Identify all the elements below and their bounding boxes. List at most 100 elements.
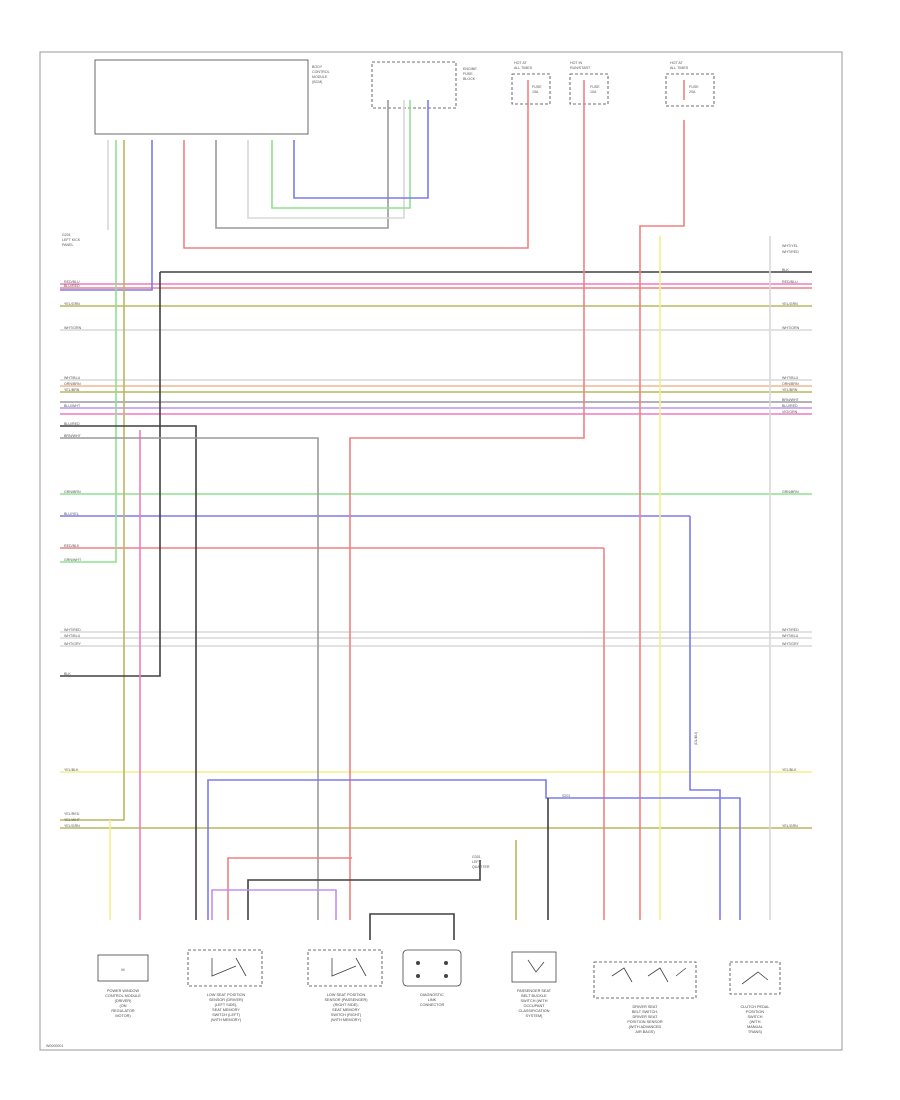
top-connector-label-4: (BCM)	[312, 80, 322, 84]
comp4-line1: PASSENGER SEAT	[517, 989, 552, 993]
splice-label: S201	[562, 794, 570, 798]
left-wire-label-5: WHT/BLU	[64, 376, 81, 380]
routed-wire-13	[60, 425, 197, 920]
diagram-frame	[39, 51, 843, 1051]
right-wire-label-9: YEL/BRN	[782, 388, 798, 392]
left-wire-label-18: BLK	[64, 672, 71, 676]
routed-wire-19	[689, 516, 721, 920]
fuse2-rating-2: 10A	[590, 90, 597, 94]
fuse1-hot-1: HOT AT	[514, 61, 527, 65]
left-wire-label-15: WHT/RED	[64, 628, 81, 632]
routed-wire-8	[60, 140, 117, 563]
comp2-line4: SEAT MEMORY	[332, 1008, 360, 1012]
left-wire-label-22: YEL/GRN	[64, 824, 80, 828]
routed-wire-10	[60, 272, 161, 677]
right-wire-label-18: YEL/GRN	[782, 824, 798, 828]
comp6-line4: (WITH	[750, 1020, 761, 1024]
comp4-line3: SWITCH (WITH	[521, 999, 548, 1003]
left-wire-label-19: YEL/BLK	[64, 768, 79, 772]
right-wire-label-1: WHT/YEL	[782, 244, 798, 248]
comp0-line4: (ON	[120, 1004, 127, 1008]
comp6-line6: TRANS)	[748, 1030, 763, 1034]
left-wire-label-16: WHT/BLU	[64, 634, 81, 638]
comp3-line2: LINK	[428, 998, 437, 1002]
fuse-3: HOT AT ALL TIMES FUSE 20A	[665, 61, 715, 107]
fuse2-hot-1: HOT IN	[570, 61, 583, 65]
left-wire-label-2: BLU/RED	[64, 284, 80, 288]
comp5-line1: DRIVER SEAT	[632, 1005, 658, 1009]
comp2-line3: (RIGHT SIDE),	[333, 1003, 358, 1007]
right-wire-label-12: VIO/ORN	[782, 410, 798, 414]
routed-wire-7	[60, 140, 125, 821]
comp3-line3: CONNECTOR	[420, 1003, 445, 1007]
fuse3-rating-2: 20A	[689, 90, 696, 94]
right-wire-label-6: WHT/ORN	[782, 326, 800, 330]
routed-wire-25	[369, 913, 455, 940]
routed-wire-4	[271, 100, 411, 209]
comp4-line5: CLASSIFICATION	[519, 1009, 550, 1013]
ground-mid: G301 LEFT QUARTER	[472, 855, 490, 869]
right-wire-label-2: WHT/RED	[782, 250, 799, 254]
right-wire-labels: WHT/YELWHT/REDBLKRED/BLUYEL/GRNWHT/ORNWH…	[782, 244, 800, 828]
comp5-line5: (WITH ADVANCED	[629, 1025, 662, 1029]
left-wire-label-21: YEL/WHT	[64, 818, 81, 822]
top-connector-label-2: CONTROL	[312, 70, 330, 74]
fuse-block-label-2: FUSE	[463, 72, 473, 76]
comp0-line2: CONTROL MODULE	[105, 994, 141, 998]
left-wire-label-7: YEL/BRN	[64, 388, 80, 392]
left-wire-labels: RED/BLUBLU/REDYEL/GRNWHT/ORNWHT/BLUORN/B…	[64, 280, 82, 828]
right-wire-label-15: WHT/BLU	[782, 634, 799, 638]
fuse1-hot-2: ALL TIMES	[514, 66, 533, 70]
wires-layer	[60, 80, 812, 940]
comp5-line4: POSITION SENSOR	[627, 1020, 662, 1024]
right-wire-label-17: YEL/BLK	[782, 768, 797, 772]
comp0-line5: REGULATOR	[111, 1009, 135, 1013]
routed-wire-3	[247, 100, 405, 219]
top-connector-label-1: BODY	[312, 65, 323, 69]
right-wire-label-5: YEL/GRN	[782, 302, 798, 306]
right-wire-label-4: RED/BLU	[782, 280, 798, 284]
routed-wire-24	[211, 889, 337, 920]
top-connector-block: BODY CONTROL MODULE (BCM)	[94, 59, 330, 135]
ground-mid-3: QUARTER	[472, 865, 490, 869]
comp3-line1: DIAGNOSTIC	[420, 993, 444, 997]
ground-left-3: PANEL	[62, 243, 74, 247]
routed-wire-2	[215, 100, 389, 229]
left-wire-label-1: RED/BLU	[64, 280, 80, 284]
comp1-line6: (WITH MEMORY)	[211, 1018, 242, 1022]
routed-wire-14	[60, 437, 319, 920]
right-wire-label-13: GRN/BRN	[782, 490, 799, 494]
component-clutch-switch: CLUTCH PEDAL POSITION SWITCH (WITH MANUA…	[729, 961, 781, 1034]
fuse3-rating-1: FUSE	[689, 85, 699, 89]
right-wire-label-7: WHT/BLU	[782, 376, 799, 380]
comp2-line2: SENSOR (PASSENGER)	[325, 998, 369, 1002]
comp4-line6: SYSTEM)	[526, 1014, 544, 1018]
ground-left: G201 LEFT KICK PANEL	[62, 233, 81, 247]
fuse-2: HOT IN RUN/START FUSE 10A	[569, 61, 609, 105]
routed-wire-1	[183, 100, 529, 249]
fuse3-hot-1: HOT AT	[670, 61, 683, 65]
component-seat-sensor-left: LOW SEAT POSITION SENSOR (DRIVER) (LEFT …	[187, 949, 263, 1022]
component-diagnostic-link: DIAGNOSTIC LINK CONNECTOR	[402, 949, 462, 1007]
right-wire-label-14: WHT/RED	[782, 628, 799, 632]
comp5-line6: AIR BAGS)	[635, 1030, 655, 1034]
comp4-line2: BELT BUCKLE	[521, 994, 547, 998]
fuse-block-label-3: BLOCK	[463, 77, 476, 81]
ground-left-1: G201	[62, 233, 71, 237]
fuse2-hot-2: RUN/START	[570, 66, 591, 70]
comp0-line1: POWER WINDOW	[107, 989, 139, 993]
comp6-line2: POSITION	[746, 1010, 764, 1014]
fuse1-rating-1: FUSE	[532, 85, 542, 89]
comp0-line3: (DRIVER)	[115, 999, 133, 1003]
ground-left-2: LEFT KICK	[62, 238, 81, 242]
comp2-line6: (WITH MEMORY)	[331, 1018, 362, 1022]
comp1-line1: LOW SEAT POSITION	[207, 993, 246, 997]
comp6-line5: MANUAL	[747, 1025, 763, 1029]
footer-code: W0000001	[46, 1044, 63, 1048]
routed-wire-16	[639, 120, 685, 920]
comp0-line6: MOTOR)	[115, 1014, 131, 1018]
routed-wire-5	[293, 100, 429, 199]
left-wire-label-17: WHT/GRY	[64, 642, 82, 646]
comp2-line1: LOW SEAT POSITION	[327, 993, 366, 997]
